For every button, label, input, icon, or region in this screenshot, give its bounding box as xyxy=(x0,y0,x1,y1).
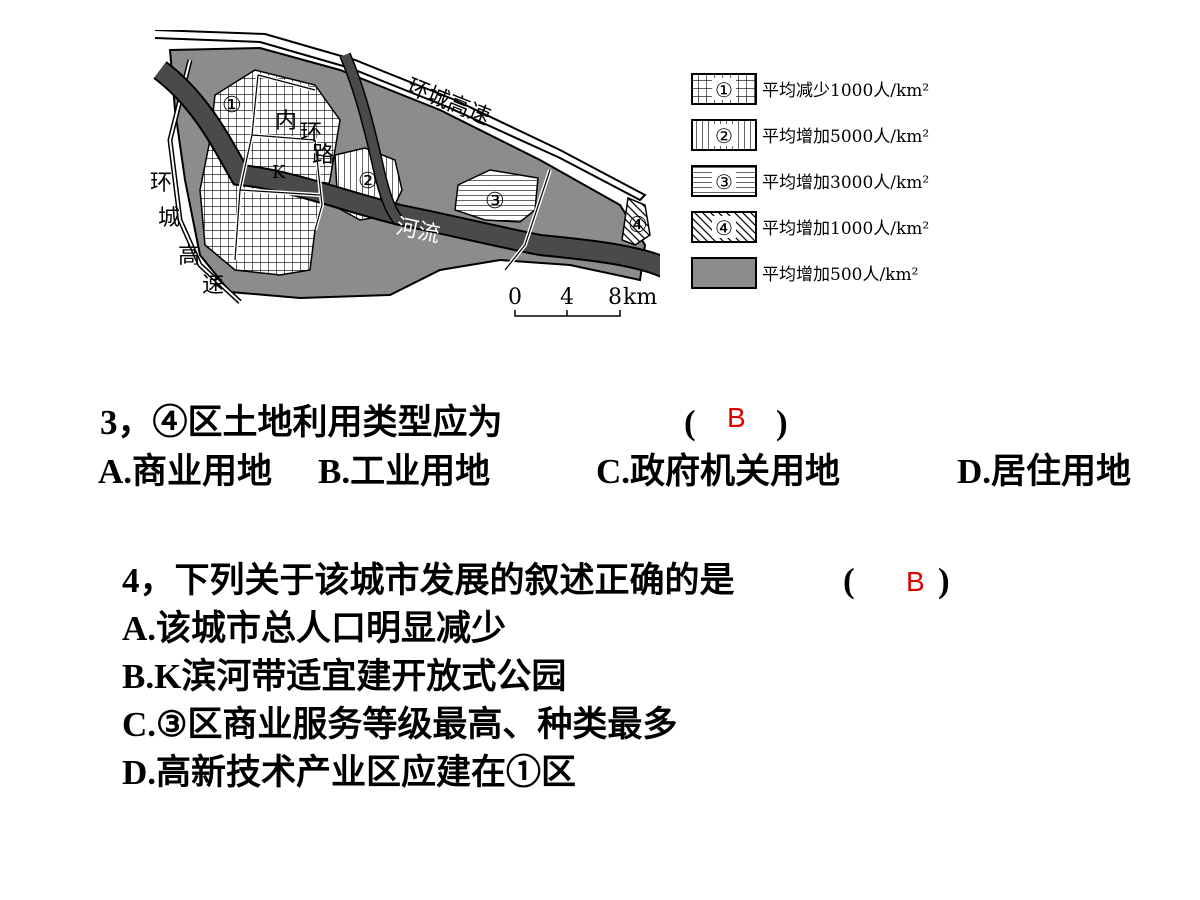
q3-option-b: B.工业用地 xyxy=(318,452,491,491)
zone-3 xyxy=(454,169,539,223)
q4-paren-open: ( xyxy=(843,561,855,600)
legend-text-2: 平均增加5000人/km² xyxy=(762,127,929,147)
q4-option-d: D.高新技术产业区应建在①区 xyxy=(122,753,577,792)
zone-4 xyxy=(621,196,651,246)
ring-road-left-label-3: 高 xyxy=(178,244,200,269)
inner-ring-label-1: 内 xyxy=(275,109,297,134)
zone-1-label: ① xyxy=(222,93,242,118)
legend-text-4: 平均增加1000人/km² xyxy=(762,219,929,239)
zone-2-label: ② xyxy=(358,169,378,194)
legend-item-1: ① 平均减少1000人/km² xyxy=(691,73,929,105)
ring-road-left-label-4: 速 xyxy=(202,273,224,298)
legend-symbol-3: ③ xyxy=(715,170,733,194)
ring-road-left-label-2: 城 xyxy=(158,206,180,231)
q4-stem: 4，下列关于该城市发展的叙述正确的是 xyxy=(122,561,735,600)
legend-text-5: 平均增加500人/km² xyxy=(762,265,918,285)
q3-option-c: C.政府机关用地 xyxy=(596,452,841,491)
scale-tick-0: 0 xyxy=(508,285,522,310)
scale-tick-8: 8 xyxy=(608,285,622,310)
legend-item-5: 平均增加500人/km² xyxy=(691,257,918,289)
legend-item-4: ④ 平均增加1000人/km² xyxy=(691,211,929,243)
k-label: K xyxy=(272,162,286,183)
legend-text-3: 平均增加3000人/km² xyxy=(762,173,929,193)
ring-highway xyxy=(154,30,647,202)
map-legend: ① 平均减少1000人/km² ② 平均增加5000人/km² ③ 平均增加30… xyxy=(691,73,929,289)
ring-road-left-label-1: 环 xyxy=(150,171,172,196)
q3-answer: B xyxy=(727,402,746,433)
legend-symbol-4: ④ xyxy=(715,216,733,240)
legend-item-3: ③ 平均增加3000人/km² xyxy=(691,165,929,197)
scale-unit: km xyxy=(623,285,657,310)
q3-paren-close: ) xyxy=(776,403,788,442)
legend-symbol-1: ① xyxy=(715,78,733,102)
legend-symbol-2: ② xyxy=(715,124,733,148)
q3-stem: 3，④区土地利用类型应为 xyxy=(100,403,503,442)
scale-tick-4: 4 xyxy=(560,285,574,310)
zone-3-label: ③ xyxy=(485,189,505,214)
q4-option-c: C.③区商业服务等级最高、种类最多 xyxy=(122,705,678,744)
q4-paren-close: ) xyxy=(938,561,950,600)
q4-option-b: B.K滨河带适宜建开放式公园 xyxy=(122,657,567,696)
q4-answer: B xyxy=(906,566,925,597)
q3-paren-open: ( xyxy=(684,403,696,442)
inner-ring-label-2: 环 xyxy=(300,121,322,146)
q3-option-a: A.商业用地 xyxy=(98,452,273,491)
legend-item-2: ② 平均增加5000人/km² xyxy=(691,119,929,151)
scale-bar: 0 4 8 km xyxy=(508,285,657,317)
q4-option-a: A.该城市总人口明显减少 xyxy=(122,609,507,648)
legend-text-1: 平均减少1000人/km² xyxy=(762,81,929,101)
q3-option-d: D.居住用地 xyxy=(957,452,1132,491)
zone-4-label: ④ xyxy=(628,213,648,238)
inner-ring-label-3: 路 xyxy=(312,143,334,168)
city-map: 环城高速 环 城 高 速 内 环 路 河流 K ① ② ③ ④ 0 4 8 km xyxy=(150,30,660,317)
